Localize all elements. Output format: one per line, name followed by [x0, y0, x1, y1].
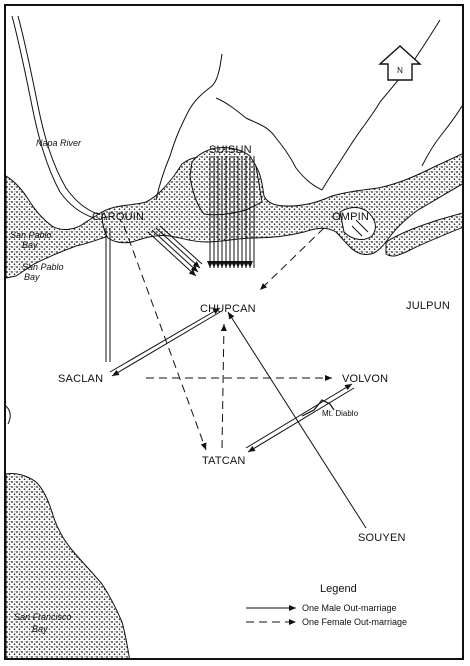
- label-san-pablo-bay-1b: Bay: [22, 240, 38, 250]
- label-volvon: VOLVON: [342, 373, 388, 385]
- label-suisun: SUISUN: [209, 144, 252, 156]
- mt-diablo-symbol: [301, 399, 335, 417]
- north-shore-line: [155, 53, 223, 201]
- label-carquin: CARQUIN: [92, 211, 144, 223]
- label-ompin: OMPIN: [332, 211, 369, 223]
- label-napa-river: Napa River: [36, 138, 82, 148]
- north-label: N: [397, 66, 403, 75]
- label-san-francisco-bay-2: Bay: [32, 624, 48, 634]
- map-canvas: N SUISUN CARQUIN OMPIN CHUPCAN JULPUN SA…: [6, 15, 462, 658]
- delta-islands: [339, 207, 376, 240]
- label-san-pablo-bay-2b: Bay: [24, 272, 40, 282]
- label-san-pablo-bay-2: San Pablo: [22, 262, 64, 272]
- napa-river: [11, 15, 95, 219]
- carquin-chupcan-routes: [147, 225, 203, 277]
- label-chupcan: CHUPCAN: [200, 303, 256, 315]
- legend-female-label: One Female Out-marriage: [302, 617, 407, 627]
- san-joaquin-river: [385, 212, 462, 257]
- label-tatcan: TATCAN: [202, 455, 246, 467]
- label-julpun: JULPUN: [406, 300, 450, 312]
- suisun-chupcan-routes: [207, 156, 255, 268]
- label-souyen: SOUYEN: [358, 532, 406, 544]
- legend-male-label: One Male Out-marriage: [302, 603, 397, 613]
- legend-title: Legend: [320, 583, 357, 595]
- label-san-pablo-bay-1: San Pablo: [10, 230, 52, 240]
- san-francisco-bay-water: [6, 473, 130, 658]
- legend: Legend One Male Out-marriage One Female …: [246, 583, 407, 627]
- label-san-francisco-bay-1: San Francisco: [14, 612, 72, 622]
- map-frame: N SUISUN CARQUIN OMPIN CHUPCAN JULPUN SA…: [4, 4, 464, 660]
- north-arrow-icon: N: [378, 45, 422, 81]
- label-mt-diablo: Mt. Diablo: [322, 409, 359, 418]
- label-saclan: SACLAN: [58, 373, 103, 385]
